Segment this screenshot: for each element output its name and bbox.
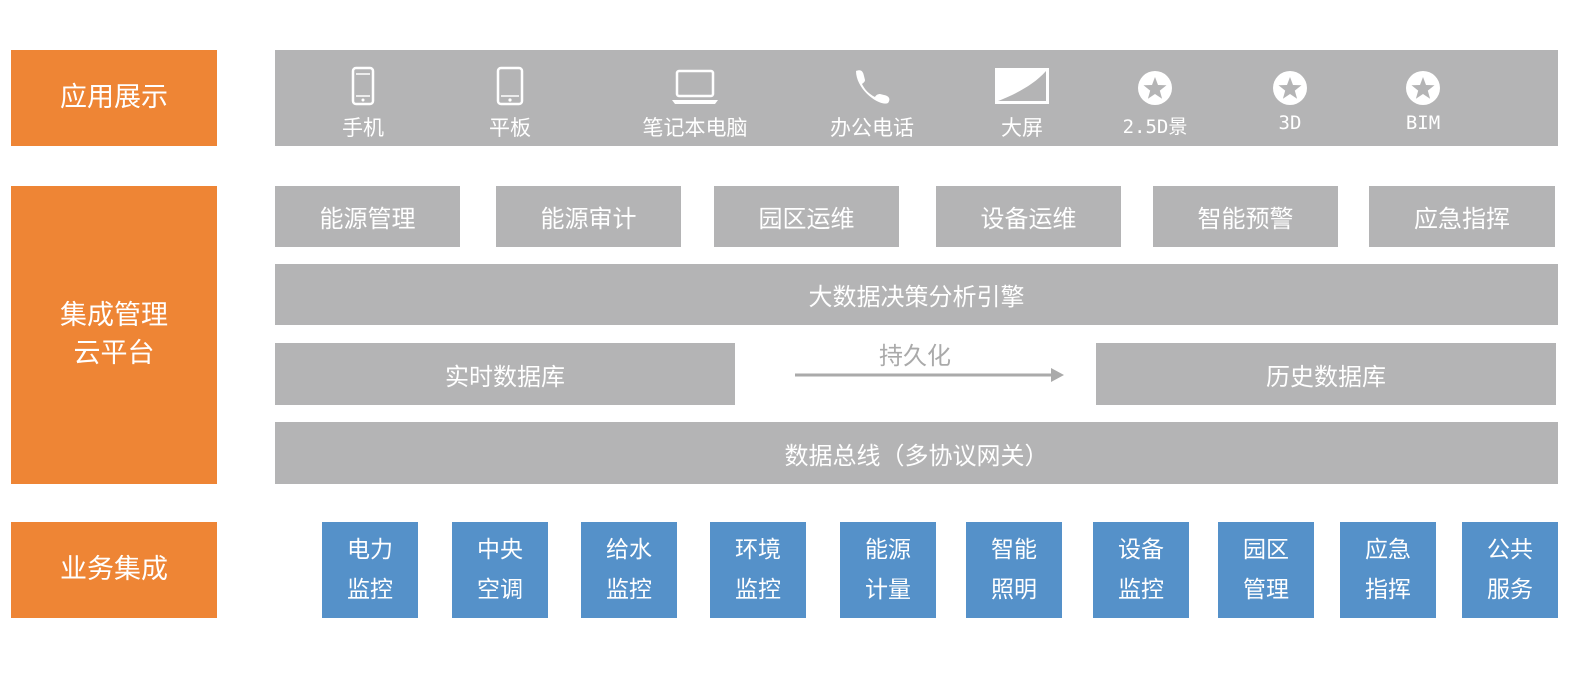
- big-screen-icon: [993, 50, 1051, 106]
- layer-label-app-display: 应用展示: [11, 50, 217, 146]
- realtime-database: 实时数据库: [275, 343, 735, 405]
- device-label: BIM: [1405, 112, 1441, 134]
- business-item-line: 公共: [1487, 537, 1533, 563]
- business-item-line: 环境: [735, 537, 781, 563]
- module-label: 智能预警: [1197, 205, 1294, 233]
- business-item-line: 监控: [1118, 577, 1164, 603]
- module-smart-warning: 智能预警: [1153, 186, 1338, 247]
- device-big-screen: 大屏: [982, 50, 1062, 146]
- device-bim: BIM: [1383, 50, 1463, 146]
- module-energy-audit: 能源审计: [496, 186, 681, 247]
- device-label: 3D: [1278, 112, 1302, 134]
- tablet-icon: [496, 50, 524, 106]
- business-item-line: 设备: [1118, 537, 1164, 563]
- layer-label-business-integration: 业务集成: [11, 522, 217, 618]
- module-label: 应急指挥: [1414, 205, 1510, 233]
- module-label: 能源管理: [319, 205, 416, 233]
- device-label: 平板: [489, 116, 531, 140]
- device-label: 手机: [342, 116, 384, 140]
- telephone-icon: [852, 50, 892, 106]
- device-label: 2.5D景: [1122, 116, 1188, 138]
- business-item-line: 空调: [477, 577, 523, 603]
- business-item-line: 监控: [735, 577, 781, 603]
- business-item-line: 中央: [477, 537, 523, 563]
- business-item-equipment-monitoring: 设备 监控: [1093, 522, 1189, 618]
- business-item-line: 照明: [991, 577, 1037, 603]
- phone-icon: [351, 50, 375, 106]
- persistence-label-box: 持久化: [870, 336, 960, 370]
- device-label: 办公电话: [830, 116, 914, 140]
- business-item-water-supply-monitoring: 给水 监控: [581, 522, 677, 618]
- business-item-line: 服务: [1487, 577, 1533, 603]
- persistence-label: 持久化: [879, 342, 951, 370]
- module-park-operations: 园区运维: [714, 186, 899, 247]
- layer-label-integration-platform: 集成管理 云平台: [11, 186, 217, 484]
- layer-label-line: 云平台: [73, 338, 155, 369]
- device-phone: 手机: [328, 50, 398, 146]
- history-database-label: 历史数据库: [1266, 362, 1386, 391]
- business-item-line: 智能: [991, 537, 1037, 563]
- device-laptop: 笔记本电脑: [630, 50, 760, 146]
- business-item-central-ac: 中央 空调: [452, 522, 548, 618]
- star-icon: [1272, 50, 1308, 106]
- laptop-icon: [670, 50, 720, 106]
- device-office-phone: 办公电话: [822, 50, 922, 146]
- layer-label-line: 集成管理: [60, 300, 168, 331]
- layer-label-line: 业务集成: [60, 554, 168, 585]
- business-item-line: 能源: [865, 537, 911, 563]
- business-item-line: 指挥: [1365, 577, 1411, 603]
- data-bus-label: 数据总线（多协议网关）: [784, 441, 1049, 470]
- module-energy-management: 能源管理: [275, 186, 460, 247]
- business-item-line: 计量: [865, 577, 911, 603]
- business-item-line: 管理: [1243, 577, 1289, 603]
- device-3d: 3D: [1250, 50, 1330, 146]
- business-item-line: 园区: [1243, 537, 1289, 563]
- history-database: 历史数据库: [1096, 343, 1556, 405]
- business-item-line: 电力: [347, 537, 393, 563]
- device-bar: 手机 平板 笔记本电脑 办公电话: [275, 50, 1558, 146]
- device-label: 笔记本电脑: [642, 116, 748, 140]
- device-tablet: 平板: [475, 50, 545, 146]
- device-2-5d-scene: 2.5D景: [1115, 50, 1195, 146]
- device-label: 大屏: [1001, 116, 1043, 140]
- module-emergency-command: 应急指挥: [1369, 186, 1555, 247]
- realtime-database-label: 实时数据库: [445, 362, 565, 391]
- business-item-line: 监控: [347, 577, 393, 603]
- module-equipment-operations: 设备运维: [936, 186, 1121, 247]
- layer-label-line: 应用展示: [60, 82, 168, 113]
- business-item-line: 应急: [1365, 537, 1411, 563]
- persistence-arrow: [795, 368, 1064, 382]
- business-item-public-services: 公共 服务: [1462, 522, 1558, 618]
- module-label: 园区运维: [758, 205, 855, 233]
- data-bus-bar: 数据总线（多协议网关）: [275, 422, 1558, 484]
- star-icon: [1405, 50, 1441, 106]
- business-item-environment-monitoring: 环境 监控: [710, 522, 806, 618]
- business-item-line: 给水: [606, 537, 652, 563]
- business-item-line: 监控: [606, 577, 652, 603]
- business-item-power-monitoring: 电力 监控: [322, 522, 418, 618]
- business-item-smart-lighting: 智能 照明: [966, 522, 1062, 618]
- business-item-emergency-command: 应急 指挥: [1340, 522, 1436, 618]
- analysis-engine-bar: 大数据决策分析引擎: [275, 264, 1558, 325]
- module-label: 能源审计: [540, 205, 637, 233]
- business-item-park-management: 园区 管理: [1218, 522, 1314, 618]
- analysis-engine-label: 大数据决策分析引擎: [808, 283, 1025, 311]
- star-icon: [1137, 50, 1173, 106]
- module-label: 设备运维: [980, 205, 1077, 233]
- business-item-energy-metering: 能源 计量: [840, 522, 936, 618]
